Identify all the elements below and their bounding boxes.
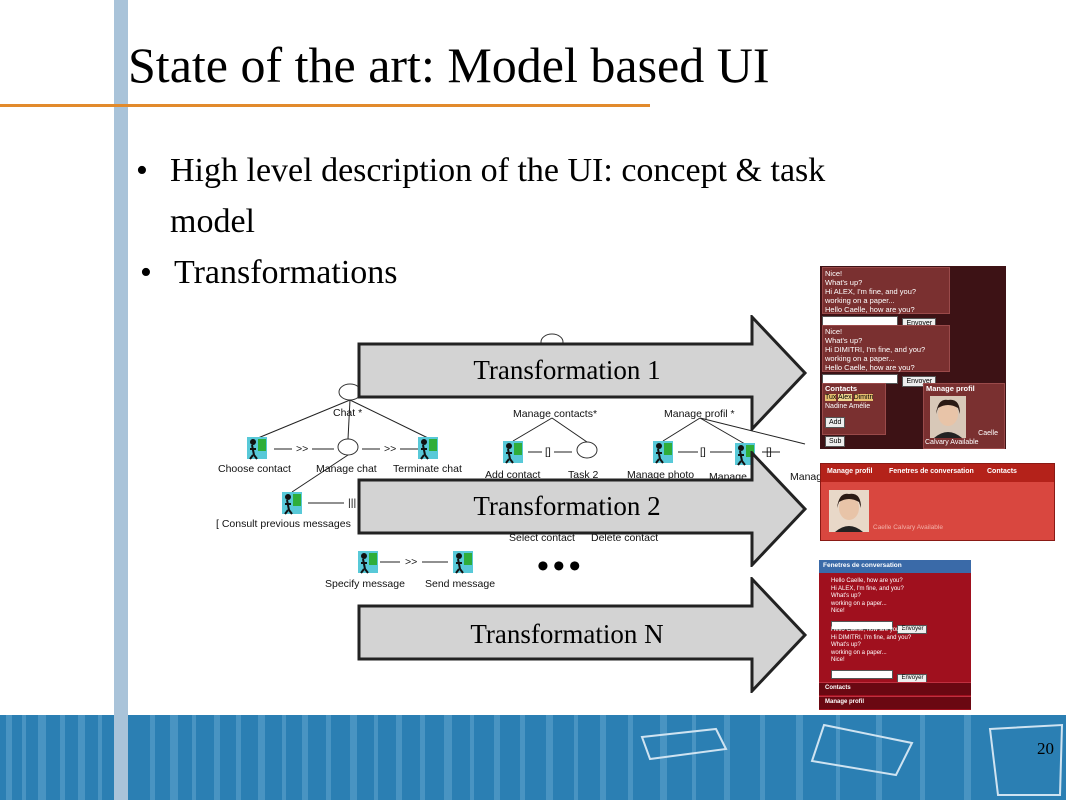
operator-choice: []	[766, 446, 772, 458]
footer-pattern	[6, 715, 1064, 800]
bullet-dot: •	[136, 152, 148, 189]
transformation-2-label: Transformation 2	[473, 491, 661, 521]
task-manage-photo: Manage photo	[627, 469, 695, 481]
task-icons	[247, 437, 755, 574]
contact-item[interactable]: Dimitri	[853, 394, 874, 401]
task-consult-previous: [ Consult previous messages	[216, 518, 351, 530]
task-delete-contact: Delete contact	[591, 532, 659, 544]
task-manage-partial-2: Manag	[790, 471, 823, 483]
task-specify-message: Specify message	[325, 578, 405, 590]
contacts-panel: Contacts Tux Alex Dimitri Nadine Amélie …	[822, 383, 886, 447]
bullet-dot: •	[140, 254, 152, 291]
tab-manage-profil[interactable]: Manage profil	[827, 468, 873, 475]
operator-choice: []	[700, 446, 706, 458]
task-terminate-chat: Terminate chat	[393, 463, 462, 475]
task-send-message: Send message	[425, 578, 496, 590]
bullet-2-text: Transformations	[174, 254, 398, 291]
profile-panel: Manage profil Caelle Calvary Available	[923, 383, 1005, 449]
send-button[interactable]: Envoyer	[902, 376, 937, 387]
operator-enable: >>	[296, 443, 309, 455]
task-manage-chat: Manage chat	[316, 463, 377, 475]
page-number: 20	[1037, 739, 1054, 758]
conversation-block-2: Hello Caelle, how are you? Hi DIMITRI, I…	[831, 627, 928, 684]
profile-photo-icon	[930, 396, 966, 438]
chat-window-2: Nice! What's up? Hi DIMITRI, I'm fine, a…	[822, 325, 950, 372]
send-button[interactable]: Envoyer	[897, 624, 928, 634]
ellipsis: •••	[537, 548, 585, 585]
profile-title: Manage profil	[926, 384, 975, 393]
add-contact-button[interactable]: Add	[825, 417, 846, 428]
task-task2: Task 2	[568, 469, 599, 481]
task-select-contact: Select contact	[509, 532, 575, 544]
bullet-1-continued: model	[170, 203, 255, 240]
task-add-contact: Add contact	[485, 469, 541, 481]
contact-item[interactable]: Tux	[825, 394, 837, 401]
task-manage-profil: Manage profil *	[664, 408, 735, 420]
tab-bar: Manage profil Fenetres de conversation C…	[821, 464, 1054, 482]
task-chat: Chat *	[333, 407, 363, 419]
transformation-n-label: Transformation N	[470, 619, 664, 649]
bullet-2: • Transformations	[140, 254, 398, 292]
ui-screenshot-1: Nice! What's up? Hi ALEX, I'm fine, and …	[820, 266, 1006, 449]
conversation-block-1: Hello Caelle, how are you? Hi ALEX, I'm …	[831, 578, 928, 635]
sub-contact-button[interactable]: Sub	[825, 436, 846, 447]
arrow-transformation-1	[357, 315, 808, 431]
bullet-1: • High level description of the UI: conc…	[136, 152, 826, 190]
ui-screenshot-2: Manage profil Fenetres de conversation C…	[820, 463, 1055, 541]
profile-status: Calvary Available	[925, 439, 979, 446]
contacts-row-1: Tux Alex Dimitri	[823, 393, 885, 402]
slide-title: State of the art: Model based UI	[128, 37, 770, 93]
contacts-title: Contacts	[825, 384, 858, 393]
operator-enable: >>	[405, 556, 418, 568]
profile-name: Caelle	[978, 430, 998, 437]
profile-photo-icon	[829, 490, 869, 532]
side-decor-bar	[114, 0, 128, 800]
bullet-1-text: High level description of the UI: concep…	[170, 152, 826, 189]
task-choose-contact: Choose contact	[218, 463, 291, 475]
profile-caption: Caelle Calvary Available	[873, 524, 943, 531]
tab-contacts[interactable]: Contacts	[987, 468, 1017, 475]
ui-screenshot-3: Fenetres de conversation Hello Caelle, h…	[819, 560, 971, 710]
operator-enable: >>	[384, 443, 397, 455]
message-input[interactable]	[831, 669, 893, 679]
arrow-transformation-2	[357, 451, 808, 567]
contacts-row-2: Nadine Amélie	[825, 403, 871, 410]
task-manage-contacts: Manage contacts*	[513, 408, 598, 420]
operator-interleave: |||	[348, 497, 357, 509]
chat-window-1: Nice! What's up? Hi ALEX, I'm fine, and …	[822, 267, 950, 314]
footer-band	[0, 715, 1066, 800]
arrow-transformation-n	[357, 577, 808, 693]
operator-choice: []	[545, 446, 551, 458]
title-underline	[0, 104, 650, 107]
conversation-header: Fenetres de conversation	[819, 560, 971, 573]
manage-profil-section[interactable]: Manage profil	[819, 696, 971, 709]
transformation-1-label: Transformation 1	[473, 355, 661, 385]
tab-conversation-windows[interactable]: Fenetres de conversation	[889, 468, 974, 475]
contact-item[interactable]: Alex	[837, 394, 852, 401]
contacts-section[interactable]: Contacts	[819, 682, 971, 695]
